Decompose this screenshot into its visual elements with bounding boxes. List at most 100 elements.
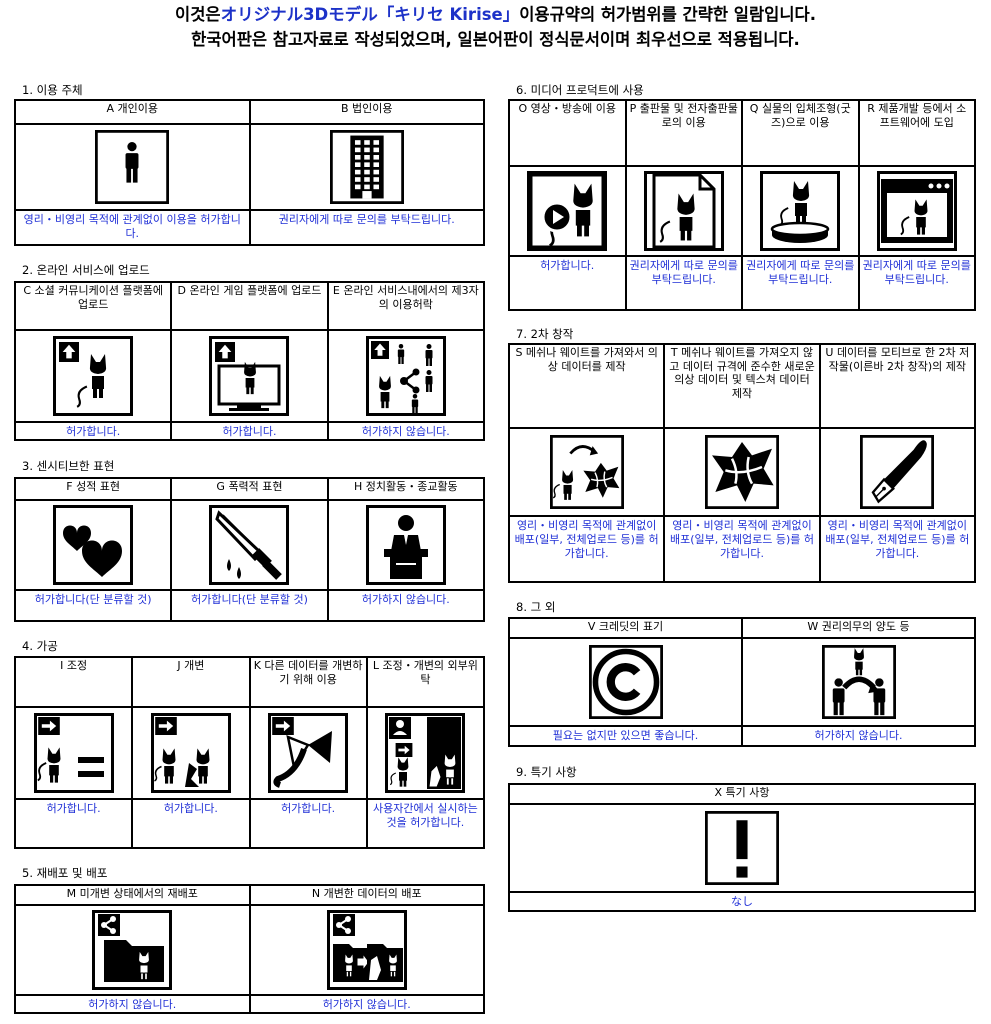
item-icon-cell: [510, 429, 664, 517]
item-permission-note: 허가하지 않습니다.: [361, 425, 450, 438]
item-icon-cell: [172, 501, 327, 591]
section-title: 4. 가공: [22, 639, 58, 653]
item-icon-cell: [16, 501, 171, 591]
item-icon-cell: [367, 708, 483, 800]
item-label: R 제품개발 등에서 소프트웨어에 도입: [859, 101, 974, 167]
item-label: I 조정: [16, 658, 132, 708]
pen-nib-icon: [860, 435, 935, 509]
section-title: 2. 온라인 서비스에 업로드: [22, 263, 150, 277]
item-label: L 조정・개변의 외부위탁: [367, 658, 483, 708]
item-permission-note: なし: [731, 895, 753, 908]
item-icon-cell: [510, 167, 625, 257]
item-label: O 영상・방송에 이용: [510, 101, 625, 167]
header: 이것은オリジナル3Dモデル「キリセ Kirise」이용규약의 허가범위를 간략한…: [0, 2, 991, 52]
item-permission-note: 허가합니다(단 분류할 것): [34, 593, 152, 606]
item-permission-note: 영리・비영리 목적에 관계없이 이용을 허가합니다.: [23, 213, 241, 240]
item-permission-note: 필요는 없지만 있으면 좋습니다.: [552, 729, 699, 742]
item-permission-note: 권리자에게 따로 문의를 부탁드립니다.: [629, 259, 738, 286]
item-permission-note: 허가합니다.: [540, 259, 595, 272]
header-line-2: 한국어판은 참고자료로 작성되었으며, 일본어판이 정식문서이며 최우선으로 적…: [191, 30, 800, 49]
item-permission-note: 허가합니다.: [222, 425, 277, 438]
adjust-equal-icon: [33, 713, 114, 793]
item-label: D 온라인 게임 플랫폼에 업로드: [172, 283, 327, 331]
item-permission-note: 허가하지 않습니다.: [361, 593, 450, 606]
share-folder-cat-icon: [92, 910, 173, 990]
item-label: C 소셜 커뮤니케이션 플랫폼에 업로드: [16, 283, 171, 331]
item-icon-cell: [250, 708, 366, 800]
video-cat-icon: [527, 171, 608, 251]
section-title: 7. 2차 창작: [516, 327, 574, 341]
item-icon-cell: [743, 639, 974, 727]
item-icon-cell: [626, 167, 741, 257]
item-label: E 온라인 서비스내에서의 제3자의 이용허락: [328, 283, 483, 331]
copyright-icon: [588, 645, 663, 719]
cat-to-cloth-icon: [549, 435, 624, 509]
item-label: Q 실물의 입체조형(굿즈)으로 이용: [743, 101, 858, 167]
item-permission-note: 권리자에게 따로 문의를 부탁드립니다.: [862, 259, 971, 286]
app-window-cat-icon: [876, 171, 957, 251]
section-title: 1. 이용 주체: [22, 83, 83, 97]
item-permission-note: 권리자에게 따로 문의를 부탁드립니다.: [278, 213, 455, 226]
item-label: T 메쉬나 웨이트를 가져오지 않고 데이터 규격에 준수한 새로운 의상 데이…: [665, 345, 819, 429]
item-permission-note: 허가합니다.: [281, 802, 336, 815]
upload-monitor-cat-icon: [209, 336, 290, 416]
item-icon-cell: [510, 805, 974, 893]
item-permission-note: 사용자간에서 실시하는 것을 허가합니다.: [373, 802, 478, 829]
item-label: W 권리의무의 양도 등: [743, 619, 974, 639]
item-label: A 개인이용: [16, 101, 249, 125]
item-icon-cell: [250, 906, 483, 996]
item-label: G 폭력적 표현: [172, 479, 327, 501]
item-permission-note: 허가합니다.: [46, 802, 101, 815]
transfer-people-icon: [821, 645, 896, 719]
item-label: N 개변한 데이터의 배포: [250, 886, 483, 906]
hearts-icon: [53, 505, 134, 585]
item-permission-note: 허가하지 않습니다.: [322, 998, 411, 1011]
item-label: X 특기 사항: [510, 785, 974, 805]
item-permission-note: 영리・비영리 목적에 관계없이 배포(일부, 전체업로드 등)를 허가합니다.: [825, 519, 970, 560]
item-icon-cell: [16, 125, 249, 211]
item-label: S 메쉬나 웨이트를 가져와서 의상 데이터를 제작: [510, 345, 664, 429]
cloth-icon: [704, 435, 779, 509]
item-icon-cell: [16, 708, 132, 800]
header-line-1-suffix: 이용규약의 허가범위를 간략한 일람입니다.: [519, 5, 816, 24]
item-label: V 크레딧의 표기: [510, 619, 741, 639]
share-modified-icon: [326, 910, 407, 990]
item-icon-cell: [820, 429, 974, 517]
item-permission-note: 영리・비영리 목적에 관계없이 배포(일부, 전체업로드 등)를 허가합니다.: [514, 519, 659, 560]
item-icon-cell: [172, 331, 327, 423]
item-icon-cell: [16, 331, 171, 423]
knife-icon: [209, 505, 290, 585]
outsource-icon: [385, 713, 466, 793]
header-line-1-prefix: 이것은: [175, 5, 221, 24]
section-title: 9. 특기 사항: [516, 765, 577, 779]
item-permission-note: 권리자에게 따로 문의를 부탁드립니다.: [746, 259, 855, 286]
permission-item: T 메쉬나 웨이트를 가져오지 않고 데이터 규격에 준수한 새로운 의상 데이…: [663, 345, 819, 581]
item-permission-note: 영리・비영리 목적에 관계없이 배포(일부, 전체업로드 등)를 허가합니다.: [669, 519, 814, 560]
upload-cat-icon: [53, 336, 134, 416]
item-icon-cell: [328, 331, 483, 423]
person-icon: [95, 130, 170, 204]
upload-share-people-icon: [365, 336, 446, 416]
item-permission-note: 허가합니다.: [163, 802, 218, 815]
item-label: H 정치활동・종교활동: [328, 479, 483, 501]
item-label: F 성적 표현: [16, 479, 171, 501]
item-label: B 법인이용: [250, 101, 483, 125]
item-permission-note: 허가합니다.: [66, 425, 121, 438]
